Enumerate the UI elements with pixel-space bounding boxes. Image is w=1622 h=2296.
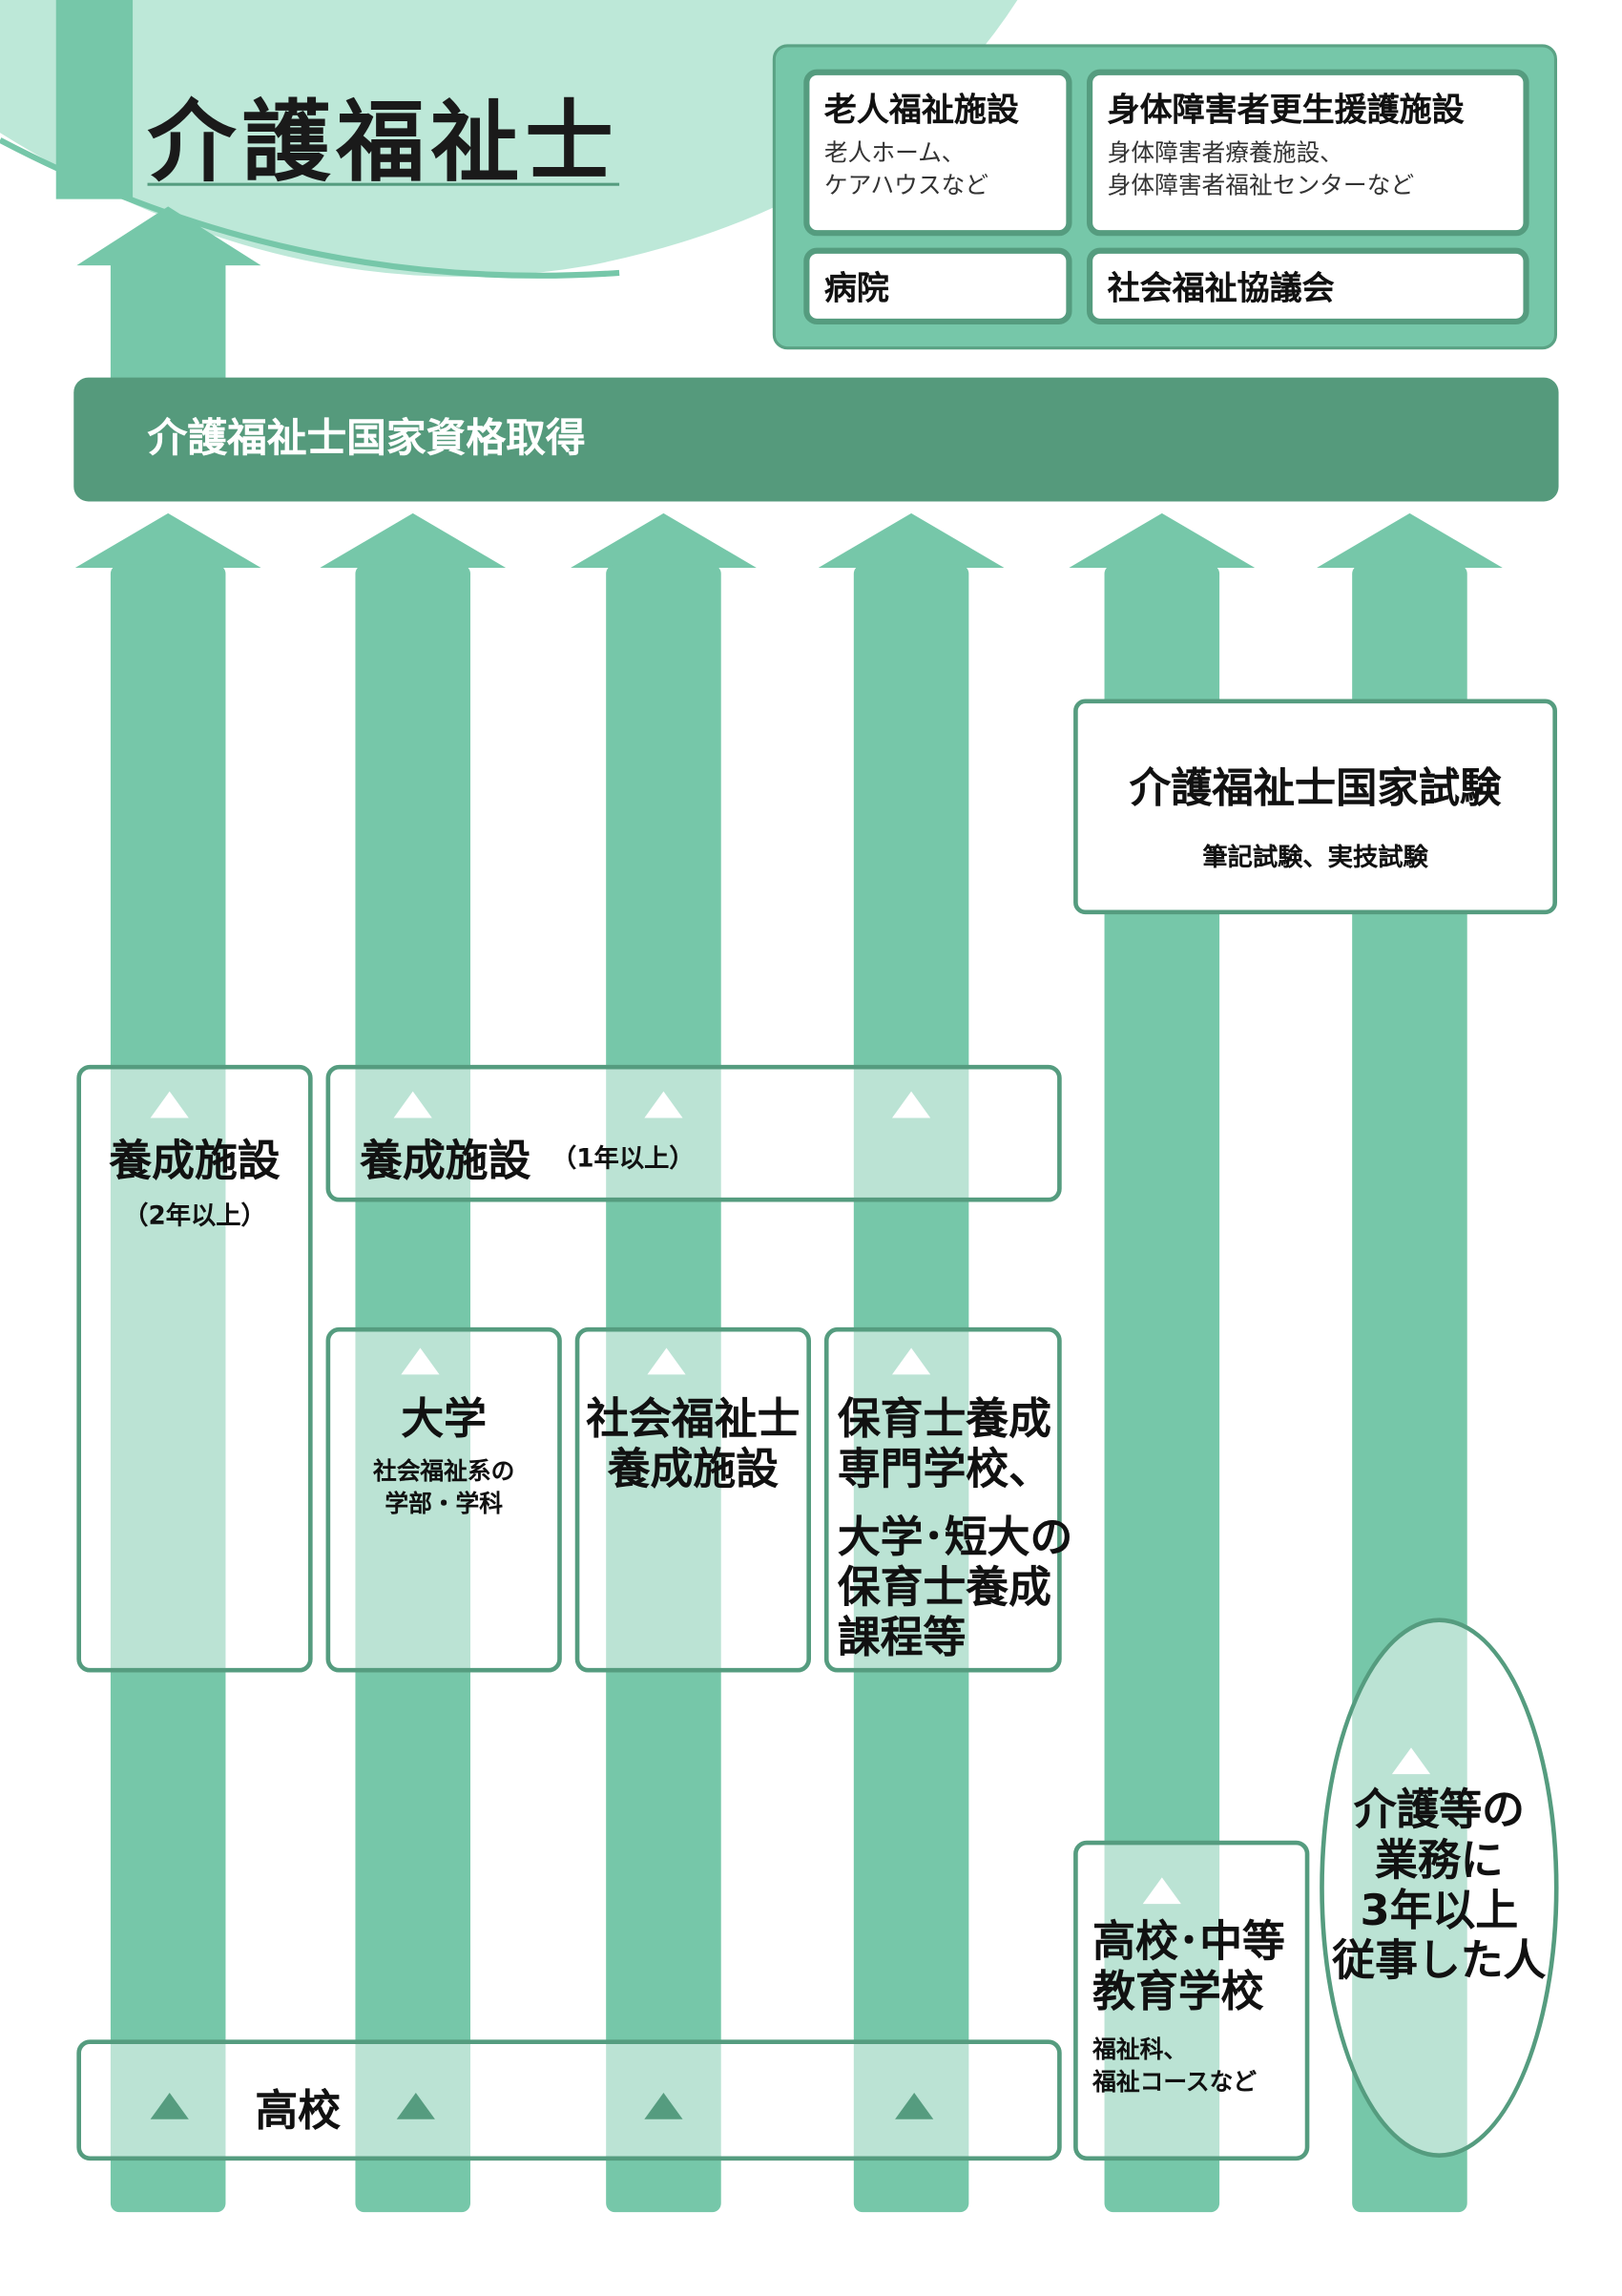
workplaces-panel: 老人福祉施設 老人ホーム、 ケアハウスなど 身体障害者更生援護施設 身体障害者療… (772, 44, 1557, 350)
route-label: 保育士養成 (837, 1393, 1051, 1444)
top-arrow (76, 206, 261, 381)
route-label: 養成施設 (109, 1135, 281, 1186)
exam-title: 介護福祉士国家試験 (1129, 763, 1502, 813)
arrow-head (571, 512, 757, 568)
arrow-head (1069, 512, 1256, 568)
route-label: 教育学校 (1092, 1966, 1264, 2016)
qualification-band: 介護福祉士国家資格取得 (73, 377, 1559, 502)
workplace-detail: ケアハウスなど (823, 171, 989, 199)
route-training-1yr: 養成施設 （1年以上） (325, 1064, 1062, 1202)
route-label: 高校･中等 (1092, 1915, 1285, 1967)
route-note: 社会福祉系の (372, 1456, 515, 1486)
workplace-council: 社会福祉協議会 (1086, 247, 1529, 324)
workplace-heading: 身体障害者更生援護施設 (1107, 93, 1465, 130)
route-label: 養成施設 (360, 1135, 531, 1186)
title-underline (147, 182, 620, 186)
route-welfare-high-school: 高校･中等 教育学校 福祉科、 福祉コースなど (1073, 1840, 1310, 2161)
workplace-heading: 病院 (823, 271, 889, 308)
route-label: 大学 (401, 1393, 487, 1444)
route-note: 福祉コースなど (1092, 2067, 1258, 2097)
workplace-elderly: 老人福祉施設 老人ホーム、 ケアハウスなど (803, 69, 1072, 237)
route-label: 大学･短大の (837, 1512, 1073, 1562)
arrow-head (74, 512, 261, 568)
route-high-school: 高校 (76, 2039, 1062, 2161)
route-label: 保育士養成 (837, 1561, 1051, 1613)
route-label: 専門学校、 (837, 1443, 1051, 1494)
arrow-head (320, 512, 507, 568)
route-label: 従事した人 (1332, 1934, 1547, 1986)
workplace-detail: 身体障害者療養施設、 (1107, 138, 1343, 167)
workplace-detail: 老人ホーム、 (823, 138, 966, 167)
arrow-shaft (1104, 564, 1220, 2213)
header-accent-bar (55, 0, 134, 199)
workplace-detail: 身体障害者福祉センターなど (1107, 171, 1415, 199)
route-training-2yr: 養成施設 （2年以上） (76, 1064, 313, 1673)
page-title: 介護福祉士 (147, 91, 620, 195)
route-label: 養成施設 (607, 1443, 779, 1494)
workplace-heading: 社会福祉協議会 (1107, 271, 1335, 308)
national-exam-box: 介護福祉士国家試験 筆記試験、実技試験 (1073, 699, 1557, 915)
route-note: （2年以上） (123, 1201, 266, 1232)
route-label: 3年以上 (1360, 1885, 1519, 1935)
route-note: 学部・学科 (385, 1489, 503, 1518)
route-work-experience: 介護等の 業務に 3年以上 従事した人 (1320, 1618, 1559, 2158)
top-arrow-shaft (110, 262, 226, 381)
workplace-hospital: 病院 (803, 247, 1072, 324)
route-note: （1年以上） (551, 1144, 695, 1175)
route-note: 福祉科、 (1092, 2035, 1188, 2064)
header-swoosh (0, 0, 1018, 278)
route-childcare: 保育士養成 専門学校、 大学･短大の 保育士養成 課程等 (823, 1326, 1073, 1673)
route-university: 大学 社会福祉系の 学部・学科 (325, 1326, 562, 1673)
route-social-worker-school: 社会福祉士 養成施設 (574, 1326, 811, 1673)
route-label: 介護等の (1353, 1784, 1525, 1835)
workplace-disability: 身体障害者更生援護施設 身体障害者療養施設、 身体障害者福祉センターなど (1086, 69, 1529, 237)
route-label: 高校 (255, 2085, 342, 2136)
arrow-head (818, 512, 1005, 568)
exam-subtitle: 筆記試験、実技試験 (1202, 843, 1428, 873)
workplace-heading: 老人福祉施設 (823, 93, 1019, 130)
route-label: 課程等 (837, 1612, 967, 1662)
route-label: 社会福祉士 (586, 1393, 801, 1444)
top-arrow-head (76, 206, 261, 266)
arrow-head (1317, 512, 1503, 568)
route-label: 業務に (1375, 1834, 1504, 1886)
